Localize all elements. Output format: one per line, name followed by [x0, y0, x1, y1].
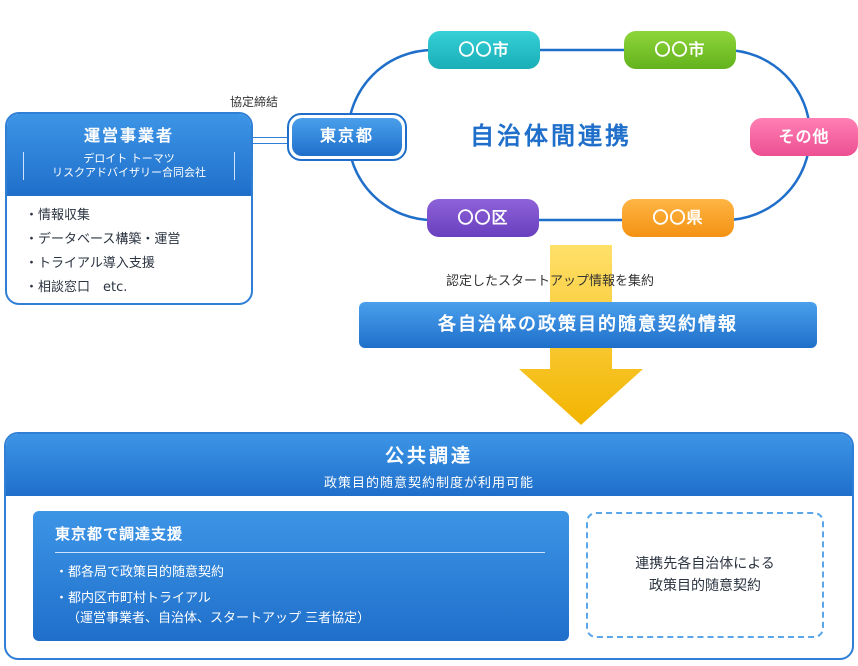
support-item: 都各局で政策目的随意契約 [55, 563, 545, 583]
tokyo-node: 東京都 [287, 113, 407, 161]
tokyo-label: 東京都 [292, 118, 402, 156]
task-item: 情報収集 [25, 204, 251, 228]
tokyo-support-box: 東京都で調達支援 都各局で政策目的随意契約 都内区市町村トライアル （運営事業者、… [33, 511, 569, 641]
member-other-pink: その他 [750, 118, 858, 156]
operator-task-list: 情報収集 データベース構築・運営 トライアル導入支援 相談窓口 etc. [7, 204, 251, 300]
task-item: トライアル導入支援 [25, 252, 251, 276]
agreement-connector [250, 143, 290, 144]
agreement-connector [250, 137, 290, 138]
member-city-teal: 〇〇市 [428, 31, 540, 69]
member-prefecture-orange: 〇〇県 [622, 199, 734, 237]
operator-box: 運営事業者 デロイト トーマツ リスクアドバイザリー合同会社 情報収集 データベ… [5, 112, 253, 305]
operator-company: デロイト トーマツ リスクアドバイザリー合同会社 [23, 152, 235, 180]
procurement-header: 公共調達 政策目的随意契約制度が利用可能 [6, 434, 852, 496]
operator-title: 運営事業者 [83, 126, 174, 145]
operator-header: 運営事業者 デロイト トーマツ リスクアドバイザリー合同会社 [7, 114, 251, 196]
member-ward-purple: 〇〇区 [427, 199, 539, 237]
task-item: データベース構築・運営 [25, 228, 251, 252]
partner-line2: 政策目的随意契約 [649, 578, 761, 594]
member-city-green: 〇〇市 [624, 31, 736, 69]
task-item: 相談窓口 etc. [25, 276, 251, 300]
policy-banner: 各自治体の政策目的随意契約情報 [359, 302, 817, 348]
tokyo-support-title: 東京都で調達支援 [55, 523, 545, 553]
partner-line1: 連携先各自治体による [635, 556, 775, 572]
company-line1: デロイト トーマツ [83, 152, 175, 165]
gather-label: 認定したスタートアップ情報を集約 [446, 274, 655, 289]
agreement-label: 協定締結 [230, 95, 279, 109]
procurement-title: 公共調達 [384, 445, 473, 467]
collaboration-title: 自治体間連携 [470, 122, 632, 150]
procurement-subtitle: 政策目的随意契約制度が利用可能 [323, 476, 534, 491]
support-item-note: （運営事業者、自治体、スタートアップ 三者協定） [67, 611, 371, 626]
partner-contract-box: 連携先各自治体による 政策目的随意契約 [586, 512, 824, 638]
company-line2: リスクアドバイザリー合同会社 [52, 166, 206, 179]
support-item: 都内区市町村トライアル （運営事業者、自治体、スタートアップ 三者協定） [55, 589, 545, 629]
support-item-label: 都内区市町村トライアル [68, 591, 211, 606]
tokyo-support-list: 都各局で政策目的随意契約 都内区市町村トライアル （運営事業者、自治体、スタートア… [55, 563, 545, 629]
